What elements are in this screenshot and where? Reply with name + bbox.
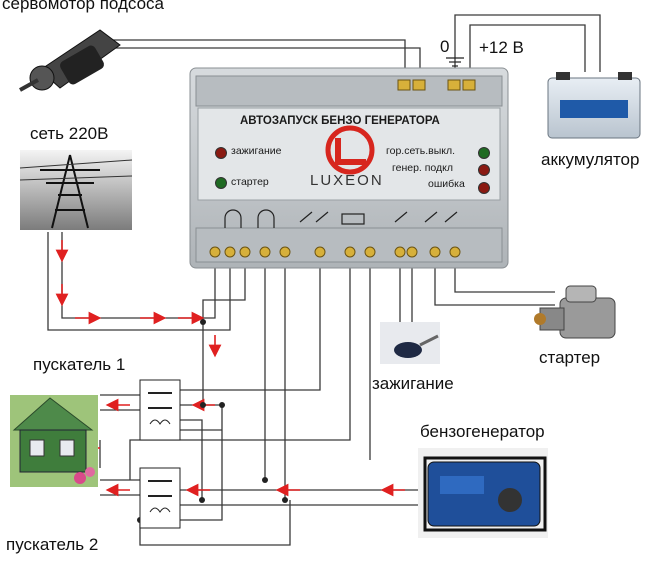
right-led-2 — [478, 182, 490, 194]
ignition-key-image — [380, 322, 440, 364]
battery-image — [547, 72, 641, 139]
right-led-0 — [478, 147, 490, 159]
indicator-ignition-label: зажигание — [231, 145, 282, 157]
starter-image — [534, 285, 616, 339]
grid-photo — [19, 150, 133, 230]
junction-dots — [137, 319, 288, 523]
contactor-1-label: пускатель 1 — [33, 355, 126, 374]
house-image — [10, 395, 98, 487]
gasgen-label: бензогенератор — [420, 422, 545, 441]
choke-servo-label: сервомотор подсоса — [2, 0, 165, 13]
plus12-label: +12 В — [479, 38, 524, 57]
gas-generator-image — [418, 448, 548, 538]
controller-box — [189, 67, 509, 269]
right-led-1 — [478, 164, 490, 176]
contactor-2-label: пускатель 2 — [6, 535, 99, 554]
bottom-terminals — [209, 246, 461, 258]
indicator-error-label: ошибка — [428, 178, 465, 190]
indicator-starter-label: стартер — [231, 176, 269, 188]
starter-label: стартер — [539, 348, 601, 367]
brand-name: LUXEON — [310, 172, 384, 189]
left-led-1 — [215, 177, 227, 189]
battery-label: аккумулятор — [541, 150, 640, 169]
choke-servo-image — [19, 29, 121, 92]
luxeon-logo — [325, 125, 375, 175]
ground-symbol — [446, 57, 464, 67]
panel-title: АВТОЗАПУСК БЕНЗО ГЕНЕРАТОРА — [240, 115, 440, 127]
contactor-2 — [139, 467, 181, 529]
left-led-0 — [215, 147, 227, 159]
indicator-grid-off-label: гор.сеть.выкл. — [386, 145, 456, 157]
contactor-1 — [139, 379, 181, 441]
zero-label: 0 — [440, 37, 450, 56]
current-arrows — [55, 240, 405, 497]
indicator-gen-connected-label: генер. подкл — [392, 162, 454, 174]
ignition-label: зажигание — [372, 374, 454, 393]
grid-220-label: сеть 220В — [30, 124, 109, 143]
